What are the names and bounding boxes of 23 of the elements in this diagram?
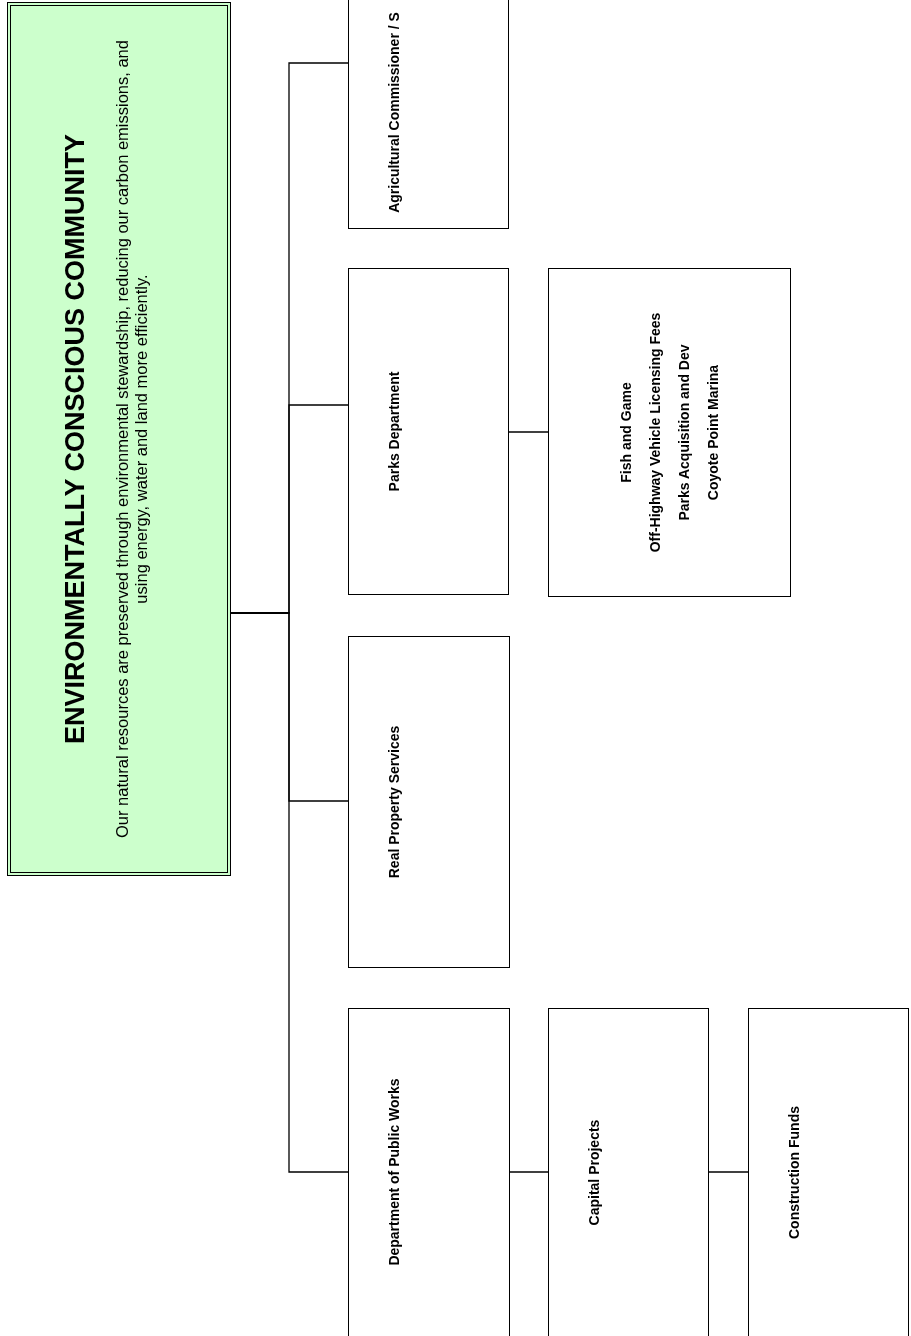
connector-line: [508, 431, 549, 433]
org-box: [548, 268, 791, 597]
goal-description: Our natural resources are preserved through environmental stewardship, reducing our carbon emissions, and using energy, water and land more efficiently.: [113, 39, 151, 839]
unit-name: Capital Projects: [585, 1119, 603, 1225]
unit-name: Department of Public Works: [385, 1078, 403, 1266]
unit-name: Fish and Game: [617, 381, 634, 483]
org-box: [348, 0, 509, 229]
unit-name: Agricultural Commissioner / S: [385, 11, 403, 213]
unit-name: Parks Department: [385, 371, 403, 491]
unit-name: Parks Acquisition and Dev: [675, 343, 692, 521]
unit-name: Off-Highway Vehicle Licensing Fees: [646, 312, 663, 552]
goal-title: ENVIRONMENTALLY CONSCIOUS COMMUNITY: [59, 134, 91, 744]
unit-name: Real Property Services: [385, 725, 403, 878]
unit-name: Coyote Point Marina: [704, 364, 721, 500]
connector-line: [509, 1171, 549, 1173]
goal-panel: [7, 2, 231, 876]
org-box: [748, 1008, 909, 1336]
org-box: [348, 268, 509, 595]
org-box: [348, 636, 510, 968]
unit-name: Construction Funds: [785, 1105, 803, 1239]
org-box: [348, 1008, 510, 1336]
connector-line: [708, 1171, 749, 1173]
org-box: [548, 1008, 709, 1336]
